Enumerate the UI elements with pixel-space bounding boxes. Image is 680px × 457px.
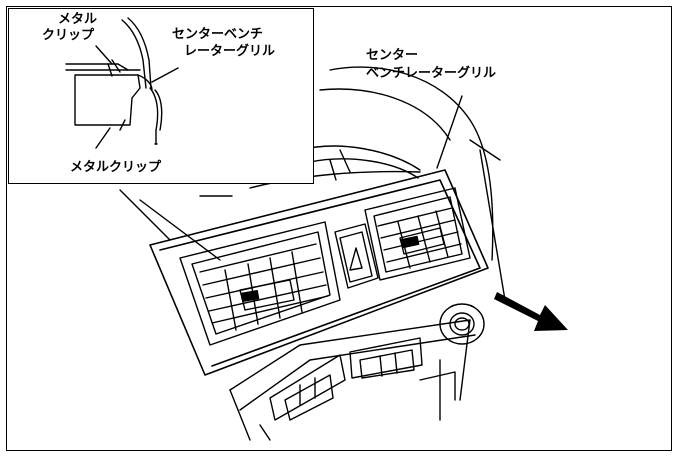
left-vent-knob [240, 289, 260, 303]
inset-grille-label-line2: レーターグリル [184, 44, 276, 59]
inset-leader-grille [151, 67, 179, 83]
detail-inset [8, 8, 314, 184]
inset-leader-top-clip [95, 45, 113, 65]
inset-grille-label-line1: センターベンチ [172, 27, 264, 42]
hazard-button [334, 223, 379, 289]
inset-metal-clip-label-line1: メタル [58, 12, 98, 27]
inset-metal-clip-label-line2: クリップ [42, 28, 95, 43]
arrow-down-right-icon [494, 292, 568, 331]
control-knob [439, 303, 485, 345]
inset-bottom-clip-label: メタルクリップ [70, 160, 162, 175]
right-vent-knob [400, 235, 420, 249]
right-vent [364, 187, 471, 281]
inset-leader-bottom-clip [95, 127, 111, 149]
center-console [229, 319, 476, 441]
main-grille-label-line1: センター [366, 48, 419, 63]
inset-metal-clip [74, 74, 141, 126]
ventilator-grille-panel [149, 169, 489, 376]
main-grille-label-line2: ベンチレーターグリル [366, 66, 497, 81]
grille-leader-line [436, 95, 463, 169]
inset-grille-upper [121, 19, 147, 89]
dashboard-outline [119, 66, 506, 301]
